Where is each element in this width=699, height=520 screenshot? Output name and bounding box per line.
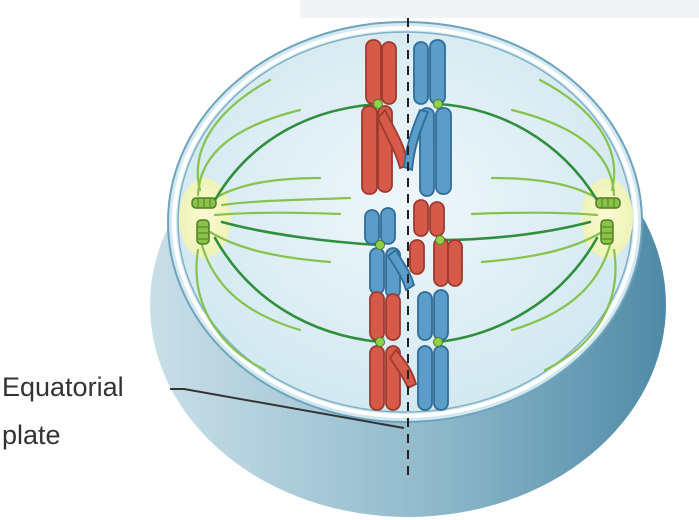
chromosome-blue-top [403,39,452,197]
right-centriole-pair [595,197,621,245]
centriole-icon [191,197,217,209]
left-centrosome-region [179,178,231,258]
centromeres [373,99,445,347]
chromosome-red-middle [409,199,463,287]
equatorial-plate-label-line1: Equatorial [2,372,124,402]
chromosome-red-bottom [369,291,418,411]
equatorial-plate-label-line2: plate [2,420,61,450]
chromosome-red-top [361,39,409,195]
chromosomes [361,39,463,411]
centriole-icon [196,219,210,245]
left-centriole-pair [191,197,217,245]
cell-top-face [168,22,642,422]
top-shade [300,0,699,18]
right-centrosome-region [581,178,633,258]
centriole-icon [600,219,614,245]
centriole-icon [595,197,621,209]
chromosome-blue-middle [364,207,416,299]
label-leader-line [170,388,405,429]
cell-membrane [172,26,638,418]
cell-membrane-outer [167,21,643,423]
